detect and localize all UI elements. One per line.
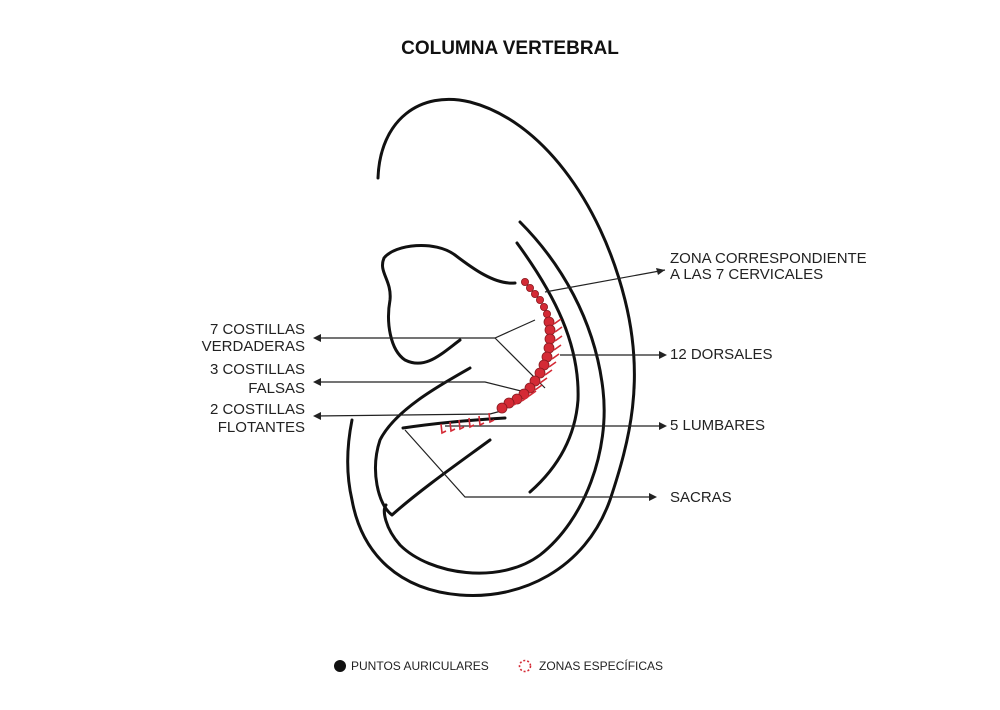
dorsal-tick — [544, 369, 553, 376]
lumbar-tick — [458, 419, 465, 431]
label-flotantes-line2: FLOTANTES — [218, 419, 305, 436]
arrow-dorsales — [659, 351, 667, 359]
ear-tragus — [381, 244, 517, 365]
dorsal-tick — [528, 390, 537, 397]
dorsal-tick — [548, 361, 557, 368]
vertebra-point — [521, 277, 530, 286]
vertebra-point — [534, 367, 546, 379]
label-sacras: SACRAS — [670, 489, 732, 506]
ear-concha-floor — [401, 416, 507, 430]
dorsal-tick — [513, 399, 522, 406]
ear-antihelix-outer — [382, 220, 606, 575]
label-cervicales-line2: A LAS 7 CERVICALES — [670, 266, 823, 283]
vertebra-point — [543, 342, 555, 354]
dorsal-tick — [534, 384, 543, 391]
legend-dashed-circle-icon — [518, 659, 532, 673]
label-dorsales: 12 DORSALES — [670, 346, 773, 363]
label-cervicales-line1: ZONA CORRESPONDIENTE — [670, 250, 867, 267]
legend-dot-icon — [334, 660, 346, 672]
dorsal-tick — [521, 395, 530, 402]
leader-sacras — [404, 429, 655, 498]
legend: PUNTOS AURICULARES ZONAS ESPECÍFICAS — [334, 658, 663, 673]
zone-ticks — [440, 318, 563, 435]
ear-concha — [374, 366, 492, 517]
diagram-title: COLUMNA VERTEBRAL — [401, 38, 619, 59]
lumbar-tick — [449, 421, 456, 433]
vertebra-point — [536, 295, 545, 304]
ear-helix-outline — [346, 97, 636, 598]
label-falsas-line1: 3 COSTILLAS — [210, 361, 305, 378]
legend-puntos-label: PUNTOS AURICULARES — [351, 659, 489, 673]
arrow-flotantes — [313, 412, 321, 420]
label-verdaderas-line1: 7 COSTILLAS — [210, 321, 305, 338]
vertebra-point — [544, 333, 556, 345]
leader-lines — [313, 268, 667, 501]
leader-verdaderas — [315, 319, 536, 339]
arrow-sacras — [649, 493, 657, 501]
arrow-falsas — [313, 378, 321, 386]
dorsal-tick — [551, 353, 560, 360]
vertebra-point — [526, 283, 535, 292]
leader-cervicales — [544, 269, 666, 293]
arrow-cervicales — [656, 268, 665, 275]
dorsal-tick — [553, 344, 562, 351]
dorsal-tick — [554, 326, 563, 333]
leader-flotantes — [314, 409, 506, 417]
vertebra-points — [496, 277, 556, 414]
vertebra-point — [540, 302, 549, 311]
arrow-lumbares — [659, 422, 667, 430]
dorsal-tick — [553, 318, 562, 325]
label-lumbares: 5 LUMBARES — [670, 417, 765, 434]
label-falsas-line2: FALSAS — [248, 380, 305, 397]
vertebra-point — [496, 402, 508, 414]
dorsal-tick — [539, 377, 548, 384]
leader-falsas — [315, 381, 526, 393]
vertebra-point — [543, 309, 552, 318]
vertebra-point — [544, 324, 556, 336]
lumbar-tick — [488, 412, 495, 424]
ear-antihelix-inner — [515, 241, 580, 494]
dorsal-tick — [554, 335, 563, 342]
label-verdaderas-line2: VERDADERAS — [202, 338, 305, 355]
vertebra-point — [531, 289, 540, 298]
label-flotantes-line1: 2 COSTILLAS — [210, 401, 305, 418]
lumbar-tick — [468, 417, 475, 429]
legend-zonas-label: ZONAS ESPECÍFICAS — [539, 658, 663, 673]
arrow-verdaderas — [313, 334, 321, 342]
lumbar-tick — [478, 415, 485, 427]
lumbar-tick — [440, 423, 447, 435]
